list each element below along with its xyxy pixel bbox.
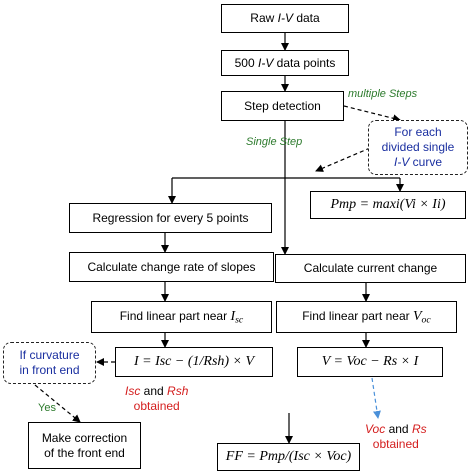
current-change-box: Calculate current change xyxy=(275,254,466,283)
iv-data-points-box: 500 I-V data points xyxy=(221,50,349,76)
step-detection-box: Step detection xyxy=(221,91,344,121)
dashed-arrow-multiple-steps xyxy=(343,105,401,123)
voltage-equation-box: V = Voc − Rs × I xyxy=(297,347,443,377)
current-equation-box: I = Isc − (1/Rsh) × V xyxy=(115,347,273,377)
dashed-arrow-curve-to-split xyxy=(315,147,371,172)
raw-iv-data-box: Raw I-V data xyxy=(221,4,349,33)
dashed-arrow-yes-to-correction xyxy=(34,384,81,423)
pmp-formula-box: Pmp = maxi(Vi × Ii) xyxy=(310,191,466,219)
fill-factor-formula-box: FF = Pmp/(Isc × Voc) xyxy=(217,443,360,471)
blue-dashed-arrow-voc xyxy=(371,377,381,419)
regression-box: Regression for every 5 points xyxy=(69,203,272,233)
multiple-steps-label: multiple Steps xyxy=(348,88,418,100)
yes-label: Yes xyxy=(38,402,56,414)
linear-part-isc-box: Find linear part near Isc xyxy=(91,301,272,333)
linear-part-voc-box: Find linear part near Voc xyxy=(276,301,457,333)
single-step-label: Single Step xyxy=(246,136,303,148)
change-rate-slopes-box: Calculate change rate of slopes xyxy=(69,252,274,282)
